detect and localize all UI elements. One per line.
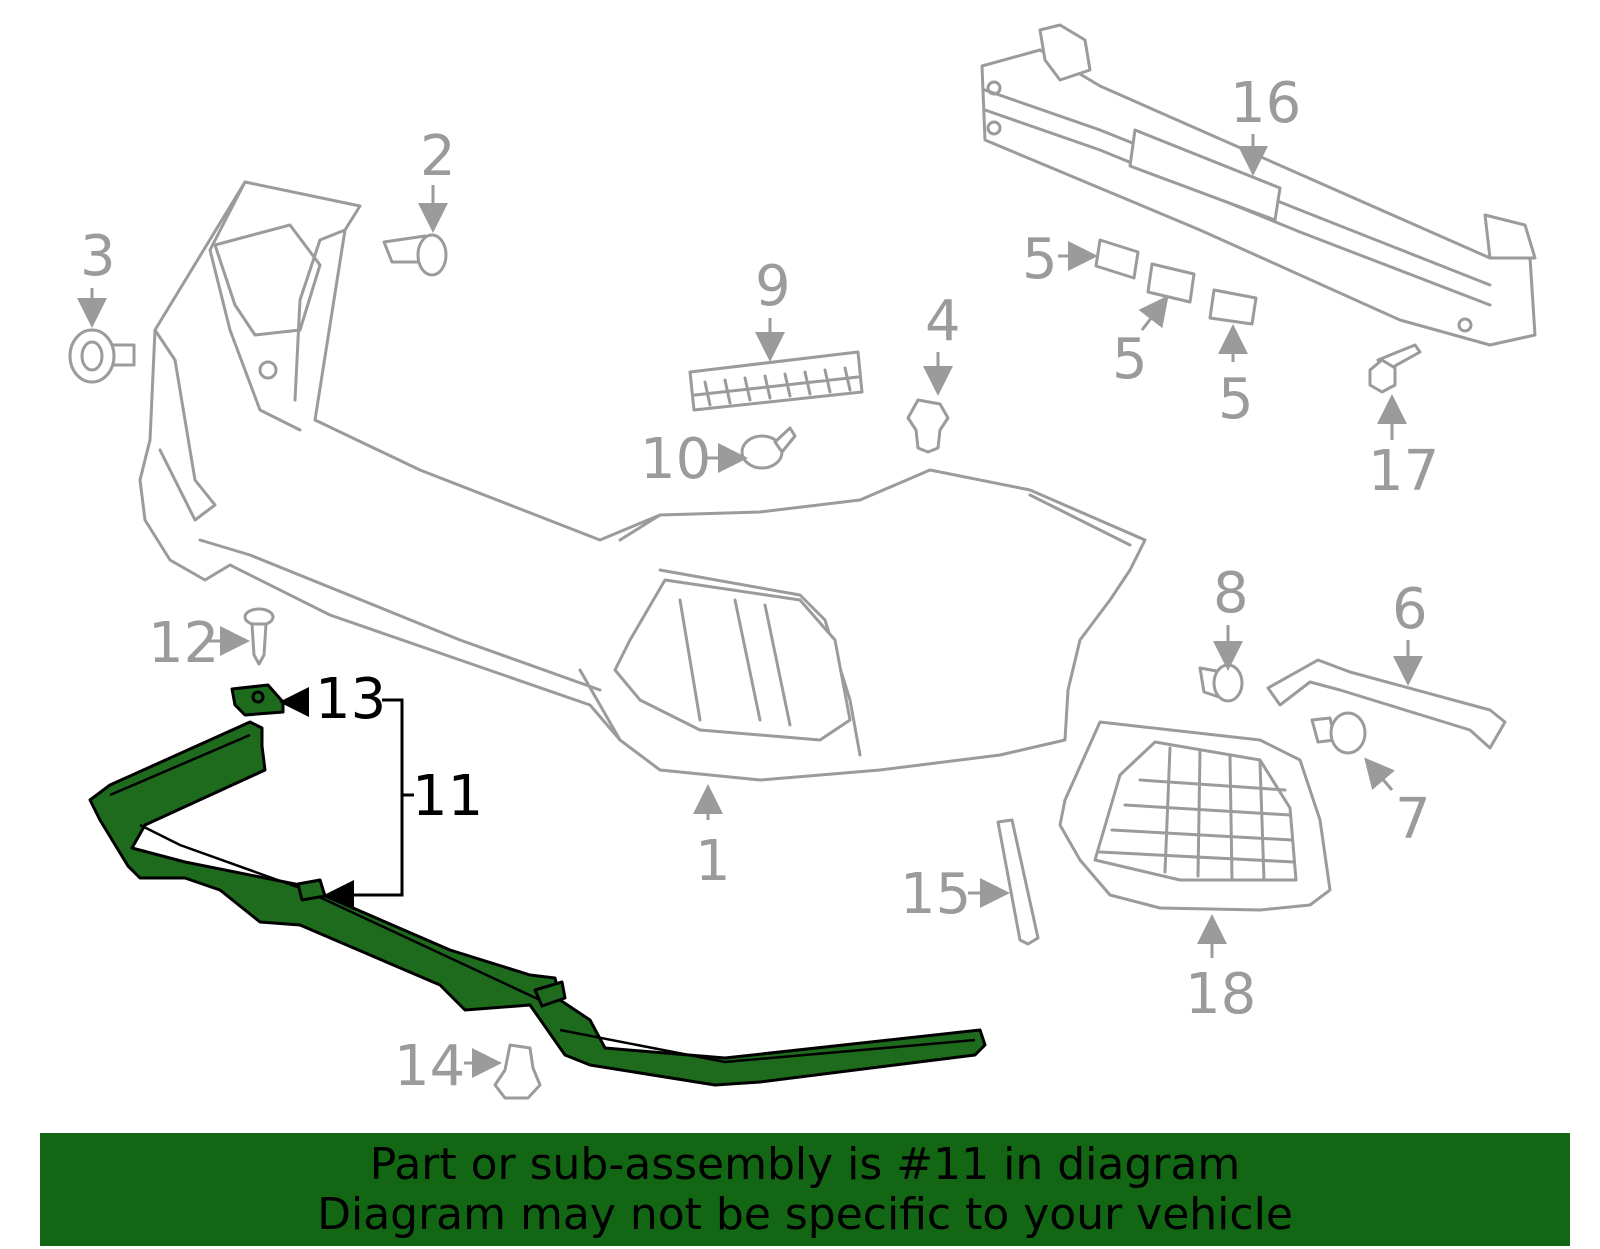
callout-14: 14 [394,1034,465,1099]
bumper-cover-part [138,180,1147,782]
notice-line-1: Part or sub-assembly is #11 in diagram [369,1138,1241,1190]
callout-7: 7 [1395,787,1431,852]
grommet-part-3 [68,328,136,384]
callout-4: 4 [925,289,961,354]
callout-10: 10 [640,427,711,492]
grille-bracket-part-9 [688,350,864,412]
callout-17: 17 [1368,439,1439,504]
callout-6: 6 [1392,577,1428,642]
notice-line-2: Diagram may not be specific to your vehi… [317,1188,1293,1240]
nut-part-8 [1198,663,1244,703]
callout-9: 9 [755,254,791,319]
reinforcement-beam-part-16 [980,23,1537,347]
clip-part-5a [1094,238,1140,280]
callout-5c: 5 [1218,367,1254,432]
callout-16: 16 [1230,71,1301,136]
bolt-part-2 [382,233,448,277]
callout-3: 3 [80,224,116,289]
callout-8: 8 [1213,561,1249,626]
trim-strip-part-6 [1266,658,1507,750]
lower-bumper-support-part-11[interactable] [88,720,987,1087]
clip-part-14 [493,1043,542,1100]
parts-diagram: 1 2 3 4 5 5 5 6 7 8 9 10 11 12 13 14 15 … [68,23,1537,1100]
callout-11: 11 [412,764,483,829]
fog-grille-part-18 [1058,720,1332,912]
clip-part-4 [906,398,950,454]
screw-part-7 [1310,711,1367,755]
callout-5b: 5 [1112,327,1148,392]
callout-15: 15 [900,862,971,927]
strip-part-15 [996,818,1040,946]
callout-2: 2 [420,124,456,189]
screw-part-10 [740,426,797,470]
screw-part-12 [243,607,275,666]
callout-18: 18 [1185,962,1256,1027]
notice-banner: Part or sub-assembly is #11 in diagram D… [40,1133,1570,1246]
callout-bracket-11 [279,687,414,910]
callout-5a: 5 [1022,227,1058,292]
clip-part-5c [1208,288,1258,326]
nut-part-13[interactable] [230,683,285,717]
leader-5b [1138,295,1169,331]
callout-12: 12 [148,611,219,676]
bolt-part-17 [1368,343,1422,394]
leader-7 [1364,757,1396,791]
callout-1: 1 [695,829,731,894]
callout-13: 13 [315,667,386,732]
clip-part-5b [1146,262,1196,304]
